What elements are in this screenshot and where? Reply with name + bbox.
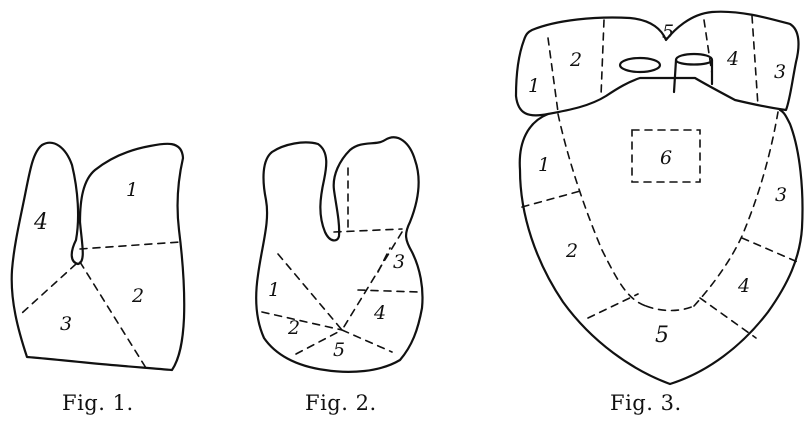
fig2-divider-horizontal: [334, 229, 402, 232]
fig1-divider-top: [80, 242, 180, 249]
fig2-label-5: 5: [333, 339, 345, 361]
fig3-label-5: 5: [655, 323, 669, 348]
fig3-label-atria-2: 2: [569, 49, 582, 71]
fig3-atria-divider-4: [752, 16, 758, 106]
fig1-label-1: 1: [126, 179, 138, 201]
fig1-divider-left: [22, 264, 76, 313]
fig3-divider-right-lower: [700, 298, 756, 338]
fig3-label-atria-5: 5: [662, 21, 674, 43]
fig2-label-2: 2: [287, 317, 300, 339]
fig3-label-atria-1: 1: [528, 75, 540, 97]
fig3-label-3: 3: [775, 184, 787, 206]
fig2-diagram: 1 2 3 4 5: [256, 137, 422, 372]
fig1-diagram: 1 2 3 4: [12, 143, 185, 370]
fig2-label-4: 4: [373, 302, 386, 324]
fig2-divider-a: [342, 232, 402, 330]
fig3-atria-divider-2: [601, 20, 604, 96]
fig3-inner-bottom: [646, 306, 694, 311]
fig3-divider-left-upper: [522, 190, 584, 207]
fig1-label-4: 4: [33, 210, 48, 235]
fig3-divider-left-lower: [588, 294, 638, 318]
fig3-label-4: 4: [737, 275, 750, 297]
fig3-caption: Fig. 3.: [610, 391, 682, 415]
fig2-label-1: 1: [268, 279, 280, 301]
fig3-vessel-left: [620, 58, 660, 72]
fig2-label-3: 3: [393, 251, 405, 273]
fig3-vessel-right: [676, 54, 712, 65]
fig1-label-3: 3: [60, 313, 72, 335]
fig3-label-6: 6: [660, 147, 672, 169]
fig3-atria-divider-1: [548, 38, 558, 112]
fig3-atria-outline: [516, 12, 798, 116]
fig1-divider-right: [80, 262, 146, 368]
fig1-label-2: 2: [131, 285, 144, 307]
fig1-caption: Fig. 1.: [62, 391, 134, 415]
fig3-label-1: 1: [538, 154, 550, 176]
fig3-label-2: 2: [565, 240, 578, 262]
fig2-divider-g: [378, 248, 390, 272]
fig3-diagram: 1 2 3 4 5 1 2 3 4 5 6: [516, 12, 803, 384]
fig3-label-atria-4: 4: [726, 48, 739, 70]
fig2-divider-e: [342, 330, 392, 352]
fig3-label-atria-3: 3: [774, 61, 786, 83]
fig2-caption: Fig. 2.: [305, 391, 377, 415]
fig3-inner-right: [694, 112, 778, 306]
fig3-atria-divider-3: [704, 20, 712, 74]
fig1-outline: [12, 143, 185, 370]
fig3-divider-right-upper: [742, 238, 800, 263]
